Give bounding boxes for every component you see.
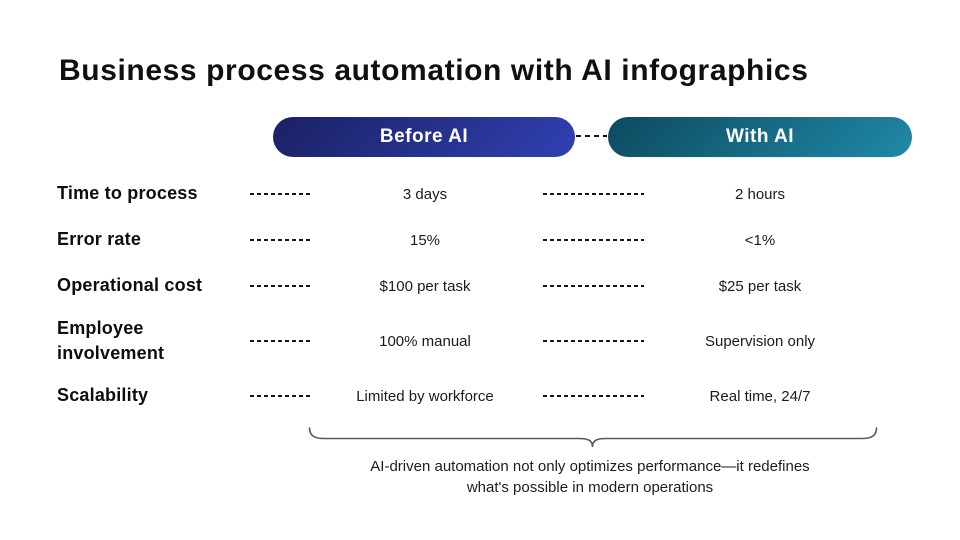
summary-brace (308, 423, 878, 456)
dash-connector (250, 285, 313, 287)
column-header-before-ai: Before AI (273, 117, 575, 157)
dash-connector (537, 395, 650, 397)
page-title: Business process automation with AI info… (59, 54, 809, 87)
before-value: Limited by workforce (356, 387, 494, 405)
dash-connector (537, 285, 650, 287)
dash-connector (250, 193, 313, 195)
summary-line-1: AI-driven automation not only optimizes … (370, 458, 810, 475)
column-header-with-ai: With AI (608, 117, 912, 157)
dash-connector (250, 340, 313, 342)
summary-text: AI-driven automation not only optimizes … (210, 456, 960, 498)
row-label: Time to process (57, 183, 198, 204)
dash-connector (537, 193, 650, 195)
dash-connector (250, 395, 313, 397)
before-value: 15% (409, 231, 441, 249)
before-value: $100 per task (379, 277, 471, 295)
row-label: Operational cost (57, 275, 203, 296)
with-value: <1% (744, 231, 776, 249)
table-row: Employee involvement 100% manual Supervi… (0, 309, 960, 373)
column-header-with-ai-label: With AI (725, 126, 795, 147)
row-label: Scalability (57, 385, 149, 406)
with-value: Supervision only (704, 332, 816, 350)
with-value: $25 per task (718, 277, 802, 295)
row-label: Employee involvement (57, 317, 165, 363)
table-row: Time to process 3 days 2 hours (0, 171, 960, 217)
dash-connector (537, 239, 650, 241)
before-value: 100% manual (379, 332, 471, 350)
table-row: Error rate 15% <1% (0, 217, 960, 263)
table-row: Scalability Limited by workforce Real ti… (0, 373, 960, 419)
before-value: 3 days (402, 185, 448, 203)
with-value: Real time, 24/7 (709, 387, 811, 405)
column-header-before-ai-label: Before AI (379, 126, 469, 147)
comparison-table: Time to process 3 days 2 hours Error rat… (0, 171, 960, 419)
summary-line-2: what's possible in modern operations (466, 479, 714, 496)
pill-dash-connector (576, 135, 607, 137)
with-value: 2 hours (734, 185, 786, 203)
table-row: Operational cost $100 per task $25 per t… (0, 263, 960, 309)
dash-connector (537, 340, 650, 342)
dash-connector (250, 239, 313, 241)
row-label: Error rate (57, 229, 142, 250)
